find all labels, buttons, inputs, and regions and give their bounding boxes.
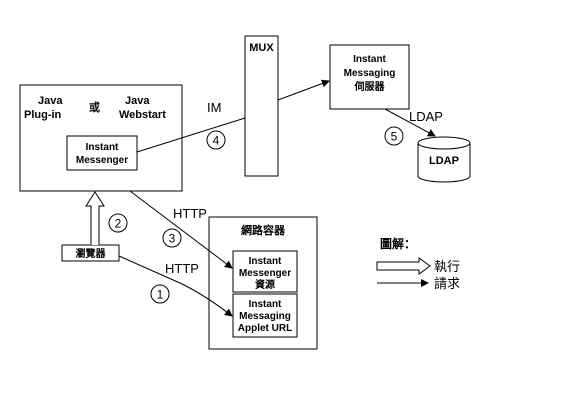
instant-messenger-line1: Instant xyxy=(86,142,119,153)
step-5-number: 5 xyxy=(391,130,398,144)
im-server-line3: 伺服器 xyxy=(354,80,386,93)
browser-label: 瀏覽器 xyxy=(76,247,107,260)
or-label: 或 xyxy=(89,100,100,114)
step-4-marker: 4 xyxy=(206,130,226,150)
step-2-marker: 2 xyxy=(108,213,128,233)
im-server-box xyxy=(329,44,410,110)
step-1-number: 1 xyxy=(157,288,164,302)
step-5-marker: 5 xyxy=(384,126,404,146)
applet-url-line2: Messaging xyxy=(239,311,291,322)
java-webstart-line2: Webstart xyxy=(119,109,166,121)
step-3-number: 3 xyxy=(169,232,176,246)
http-applet-arrow xyxy=(118,255,233,317)
im-resources-line2: Messenger xyxy=(239,268,291,279)
applet-url-line3: Applet URL xyxy=(238,323,292,334)
instant-messenger-box xyxy=(66,135,138,171)
java-plugin-line2: Plug-in xyxy=(24,109,62,121)
applet-url-box xyxy=(232,293,298,338)
execute-arrow xyxy=(85,191,105,245)
ldap-db-label: LDAP xyxy=(429,155,459,167)
java-webstart-line1: Java xyxy=(125,95,150,107)
instant-messenger-line2: Messenger xyxy=(76,155,128,166)
im-label: IM xyxy=(207,100,221,115)
ldap-database-icon xyxy=(417,136,471,183)
http-upper-label: HTTP xyxy=(173,206,207,221)
im-connection-line xyxy=(136,117,246,153)
im-resources-box xyxy=(232,250,298,293)
http-resources-arrow xyxy=(129,190,233,269)
im-server-line2: Messaging xyxy=(344,68,396,79)
mux-label: MUX xyxy=(249,42,274,54)
im-server-line1: Instant xyxy=(353,54,386,65)
applet-url-line1: Instant xyxy=(249,299,282,310)
step-4-number: 4 xyxy=(213,134,220,148)
step-1-marker: 1 xyxy=(150,284,170,304)
http-lower-label: HTTP xyxy=(165,261,199,276)
legend-title: 圖解： xyxy=(380,236,416,251)
step-3-marker: 3 xyxy=(162,228,182,248)
mux-box xyxy=(244,35,279,177)
java-plugin-line1: Java xyxy=(38,95,63,107)
ldap-connection-label: LDAP xyxy=(409,109,443,124)
legend-request-label: 請求 xyxy=(434,276,460,291)
legend-execute-label: 執行 xyxy=(434,259,460,274)
server-to-ldap-arrow xyxy=(384,108,436,137)
im-resources-line1: Instant xyxy=(249,256,282,267)
web-container-title: 網路容器 xyxy=(241,223,286,237)
step-2-number: 2 xyxy=(115,217,122,231)
mux-to-server-arrow xyxy=(277,79,330,101)
im-resources-line3: 資源 xyxy=(255,278,275,291)
legend-execute-icon xyxy=(376,257,431,275)
